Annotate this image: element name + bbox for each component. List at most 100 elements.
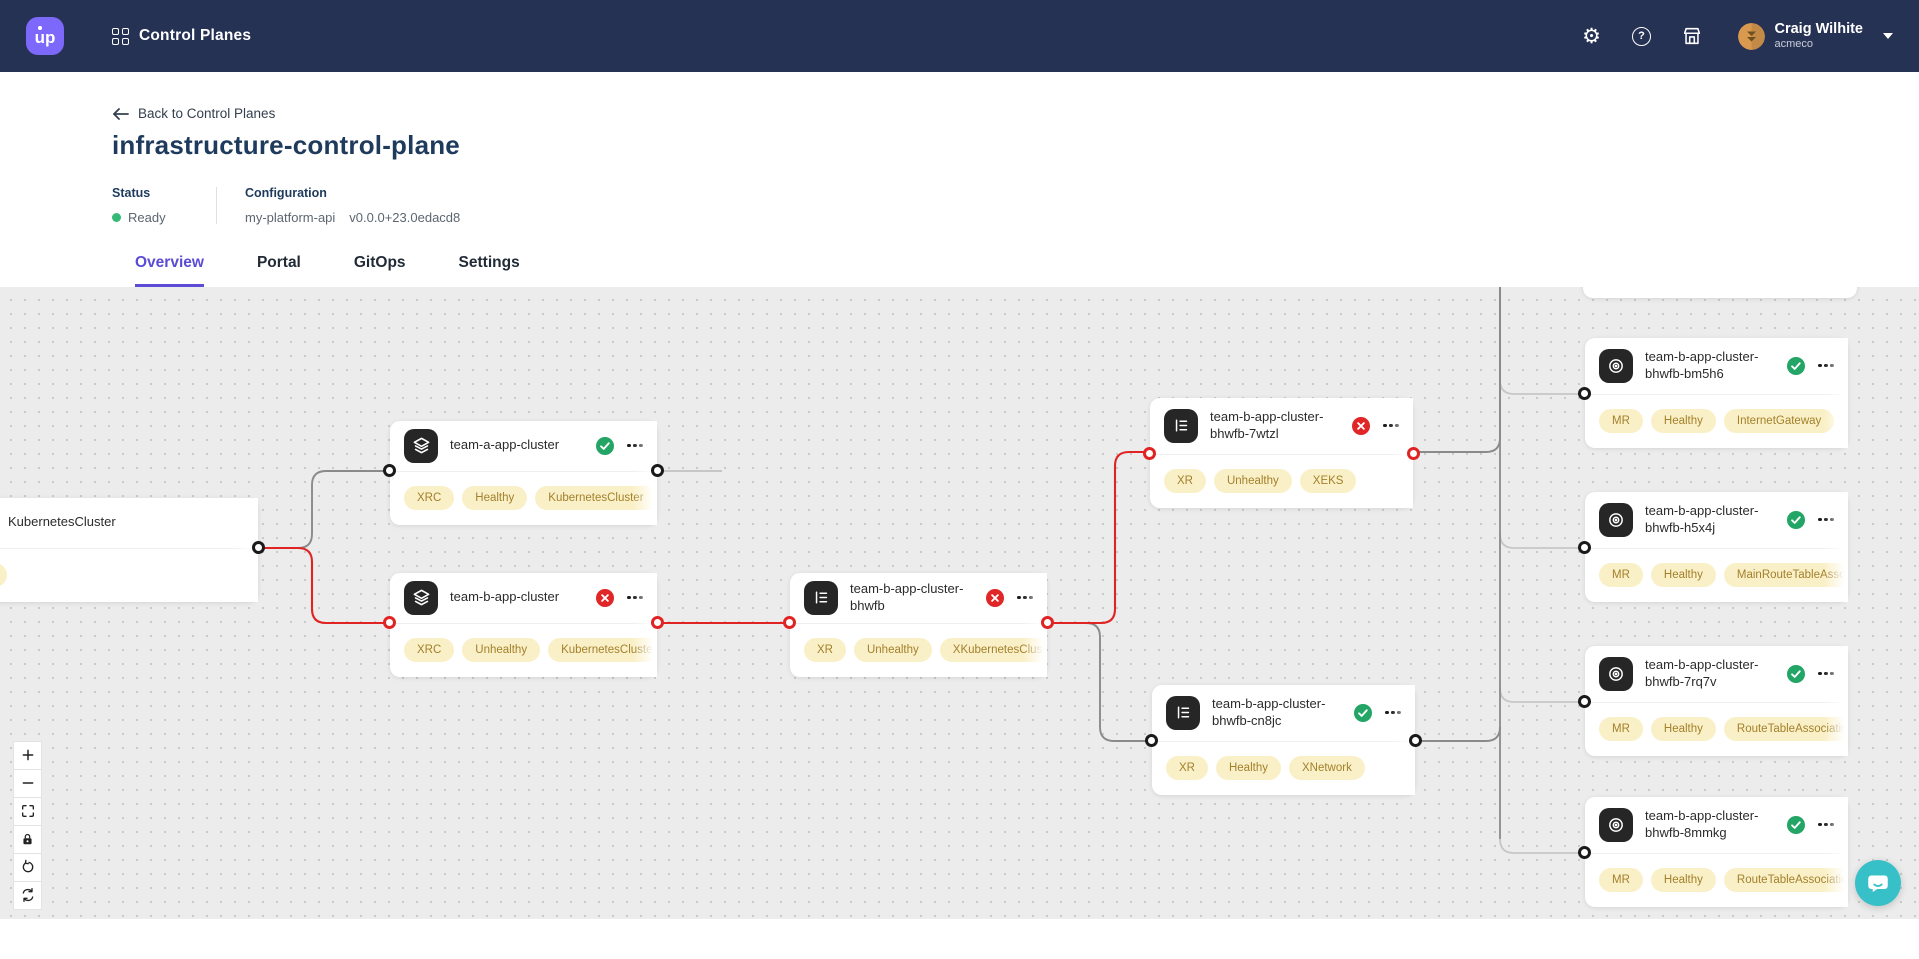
node-menu-button[interactable] bbox=[1818, 819, 1834, 831]
graph-edge bbox=[1499, 687, 1585, 703]
lock-button[interactable] bbox=[14, 825, 41, 853]
badge: XRC bbox=[404, 637, 455, 662]
sync-button[interactable] bbox=[14, 881, 41, 909]
right-handle[interactable] bbox=[1407, 447, 1420, 460]
node-label: team-b-app-cluster-bhwfb-7wtzl bbox=[1210, 408, 1324, 441]
status-unhealthy-icon bbox=[1352, 416, 1371, 435]
left-handle[interactable] bbox=[383, 616, 396, 629]
left-handle[interactable] bbox=[383, 464, 396, 477]
help-icon[interactable]: ? bbox=[1630, 24, 1654, 48]
badge: KubernetesCluster bbox=[548, 637, 657, 662]
status-unhealthy-icon bbox=[986, 588, 1005, 607]
marketplace-icon[interactable] bbox=[1680, 24, 1704, 48]
badge: XR bbox=[1164, 468, 1206, 493]
graph-edge bbox=[1499, 838, 1585, 854]
status-healthy-icon bbox=[1787, 510, 1806, 529]
left-handle[interactable] bbox=[1145, 734, 1158, 747]
target-icon bbox=[1599, 348, 1633, 383]
badge: Healthy bbox=[1650, 408, 1716, 433]
graph-edge bbox=[1415, 726, 1501, 742]
right-handle[interactable] bbox=[651, 464, 664, 477]
right-handle[interactable] bbox=[252, 541, 265, 554]
chat-launcher[interactable] bbox=[1855, 859, 1901, 906]
upbound-logo[interactable]: up bbox=[26, 17, 64, 55]
configuration-label: Configuration bbox=[245, 186, 327, 200]
right-handle[interactable] bbox=[651, 616, 664, 629]
rows-icon bbox=[1166, 695, 1200, 730]
node-menu-button[interactable] bbox=[1818, 360, 1834, 372]
node-menu-button[interactable] bbox=[1818, 668, 1834, 680]
meta-divider bbox=[216, 187, 217, 224]
zoom-in-button[interactable] bbox=[14, 741, 41, 769]
tab-bar: Overview Portal GitOps Settings bbox=[112, 254, 1919, 287]
zoom-out-button[interactable] bbox=[14, 769, 41, 797]
node-menu-button[interactable] bbox=[1017, 592, 1033, 604]
graph-edge bbox=[1413, 286, 1501, 453]
node-label: team-a-app-cluster bbox=[450, 437, 560, 453]
badge: XRC bbox=[404, 485, 455, 510]
target-icon bbox=[1599, 807, 1633, 842]
user-menu[interactable]: Craig Wilhite acmeco bbox=[1737, 21, 1893, 50]
left-handle[interactable] bbox=[1578, 541, 1591, 554]
node-menu-button[interactable] bbox=[627, 440, 643, 452]
node-menu-button[interactable] bbox=[1818, 514, 1834, 526]
left-handle[interactable] bbox=[1578, 846, 1591, 859]
configuration-version: v0.0.0+23.0edacd8 bbox=[349, 209, 461, 225]
badge: MR bbox=[1599, 408, 1643, 433]
tab-portal[interactable]: Portal bbox=[256, 253, 301, 271]
left-handle[interactable] bbox=[1578, 387, 1591, 400]
graph-edge bbox=[258, 469, 388, 549]
node-label: KubernetesCluster bbox=[8, 514, 116, 530]
node-badges: API bbox=[0, 548, 258, 602]
graph-edge bbox=[1499, 379, 1585, 395]
target-icon bbox=[1599, 502, 1633, 537]
fit-view-button[interactable] bbox=[14, 797, 41, 825]
left-handle[interactable] bbox=[1143, 447, 1156, 460]
left-handle[interactable] bbox=[783, 616, 796, 629]
graph-canvas[interactable]: K KubernetesCluster API team-a-app-clust… bbox=[0, 286, 1919, 919]
app-switcher[interactable]: Control Planes bbox=[112, 27, 251, 45]
chevron-down-icon bbox=[1883, 33, 1893, 39]
badge: MR bbox=[1599, 562, 1643, 587]
badge: Unhealthy bbox=[853, 637, 932, 662]
status-value: Ready bbox=[112, 211, 192, 224]
node-menu-button[interactable] bbox=[1385, 707, 1401, 719]
tab-settings[interactable]: Settings bbox=[458, 253, 520, 271]
graph-node-kubernetescluster[interactable]: K KubernetesCluster API bbox=[0, 497, 265, 602]
graph-edge bbox=[258, 546, 388, 624]
left-handle[interactable] bbox=[1578, 695, 1591, 708]
badge: MainRouteTableAssociation bbox=[1723, 562, 1848, 587]
status-healthy-icon bbox=[1354, 703, 1373, 722]
rows-icon bbox=[804, 580, 838, 615]
node-menu-button[interactable] bbox=[627, 592, 643, 604]
rows-icon bbox=[1164, 408, 1198, 443]
node-label: team-b-app-cluster-bhwfb-cn8jc bbox=[1212, 695, 1326, 728]
right-handle[interactable] bbox=[1409, 734, 1422, 747]
target-icon bbox=[1599, 656, 1633, 691]
right-handle[interactable] bbox=[1041, 616, 1054, 629]
top-navbar: up Control Planes ⚙ ? Craig Wilhite a bbox=[0, 0, 1919, 72]
tab-gitops[interactable]: GitOps bbox=[353, 253, 406, 271]
node-label: team-b-app-cluster-bhwfb-h5x4j bbox=[1645, 502, 1759, 535]
settings-icon[interactable]: ⚙ bbox=[1582, 24, 1601, 48]
node-label: team-b-app-cluster bbox=[450, 589, 560, 605]
status-healthy-icon bbox=[1787, 664, 1806, 683]
graph-node-partial[interactable] bbox=[1583, 286, 1857, 298]
node-menu-button[interactable] bbox=[1383, 420, 1399, 432]
tab-overview[interactable]: Overview bbox=[135, 254, 204, 287]
rotate-button[interactable] bbox=[14, 853, 41, 881]
back-link[interactable]: Back to Control Planes bbox=[112, 106, 275, 121]
